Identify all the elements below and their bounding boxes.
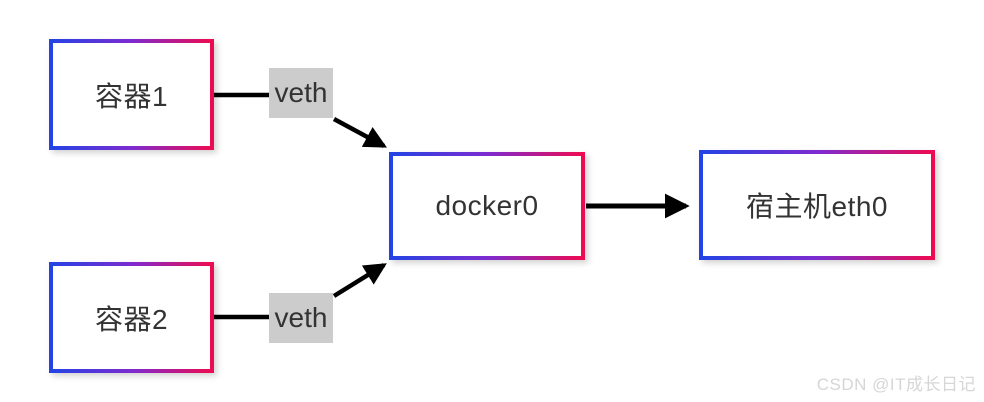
- node-container1-label: 容器1: [94, 80, 169, 112]
- node-container1: 容器1: [49, 39, 214, 150]
- node-container2: 容器2: [49, 262, 214, 373]
- node-docker0-label: docker0: [435, 190, 539, 221]
- edge-label-veth1: veth: [269, 68, 333, 118]
- edge-label-veth2-text: veth: [274, 302, 328, 333]
- node-docker0: docker0: [389, 152, 585, 260]
- node-host-eth0: 宿主机eth0: [699, 150, 935, 260]
- edge-veth1-docker0: [332, 117, 387, 148]
- watermark: CSDN @IT成长日记: [816, 375, 976, 394]
- node-container2-label: 容器2: [94, 303, 169, 335]
- edge-label-veth1-text: veth: [274, 77, 328, 108]
- node-host-eth0-label: 宿主机eth0: [746, 191, 888, 222]
- edge-label-veth2: veth: [269, 293, 333, 343]
- edge-veth2-docker0: [332, 263, 387, 298]
